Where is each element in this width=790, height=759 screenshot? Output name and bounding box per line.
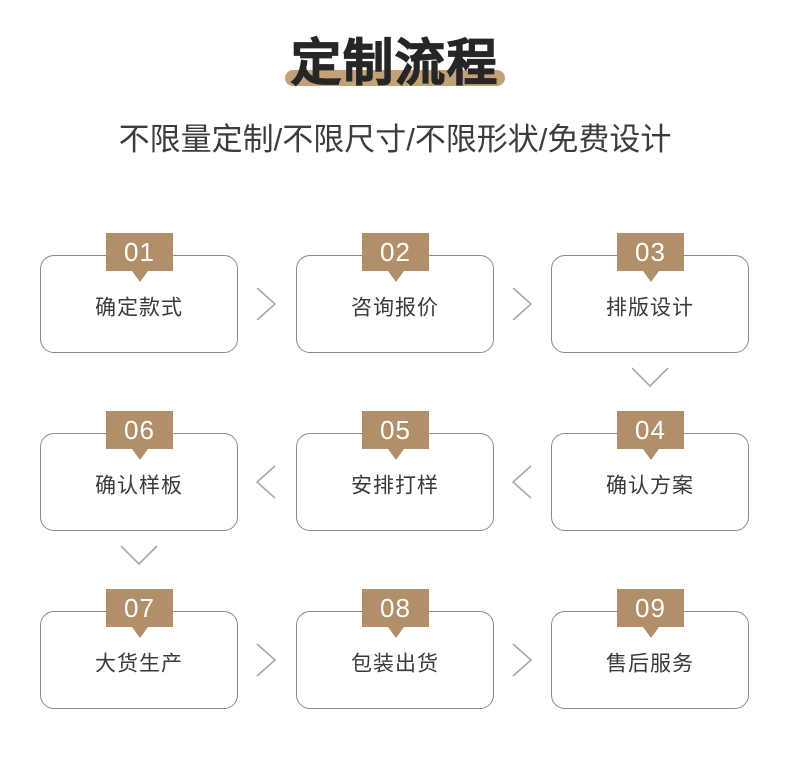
step-number-badge: 08 <box>362 589 429 638</box>
chevron-down-icon <box>627 362 673 392</box>
step-card <box>40 255 238 353</box>
step-number-badge: 02 <box>362 233 429 282</box>
flow-step-08[interactable]: 08 包装出货 <box>296 589 494 709</box>
process-flow: 01 确定款式 02 咨询报价 03 排版设计 <box>0 225 790 759</box>
step-number: 01 <box>124 237 155 267</box>
badge-pointer-icon <box>642 271 659 282</box>
chevron-left-icon <box>505 460 539 504</box>
flow-step-07[interactable]: 07 大货生产 <box>40 589 238 709</box>
flow-step-02[interactable]: 02 咨询报价 <box>296 233 494 353</box>
page-subtitle: 不限量定制/不限尺寸/不限形状/免费设计 <box>118 122 672 157</box>
flow-row-2: 06 确认样板 05 安排打样 04 确认方案 <box>0 403 790 581</box>
step-number: 08 <box>380 593 411 623</box>
flow-row-3: 07 大货生产 08 包装出货 09 售后服务 <box>0 581 790 759</box>
badge-pointer-icon <box>642 627 659 638</box>
badge-pointer-icon <box>131 449 148 460</box>
flow-step-05[interactable]: 05 安排打样 <box>296 411 494 531</box>
chevron-right-icon <box>505 282 539 326</box>
step-number: 02 <box>380 237 411 267</box>
step-label: 大货生产 <box>95 652 183 676</box>
step-label: 安排打样 <box>351 474 439 498</box>
page-title-text: 定制流程 <box>290 34 499 92</box>
page-title: 定制流程 <box>285 37 505 89</box>
badge-pointer-icon <box>131 271 148 282</box>
chevron-right-icon <box>249 282 283 326</box>
step-number: 07 <box>124 593 155 623</box>
badge-pointer-icon <box>387 627 404 638</box>
flow-step-01[interactable]: 01 确定款式 <box>40 233 238 353</box>
chevron-left-icon <box>249 460 283 504</box>
step-label: 确认样板 <box>95 474 183 498</box>
step-number: 05 <box>380 415 411 445</box>
step-label: 确认方案 <box>606 474 694 498</box>
flow-step-09[interactable]: 09 售后服务 <box>551 589 749 709</box>
step-label: 确定款式 <box>95 296 183 320</box>
step-number: 04 <box>635 415 666 445</box>
flow-row-1: 01 确定款式 02 咨询报价 03 排版设计 <box>0 225 790 403</box>
badge-pointer-icon <box>642 449 659 460</box>
step-number-badge: 07 <box>106 589 173 638</box>
step-number-badge: 06 <box>106 411 173 460</box>
badge-pointer-icon <box>387 449 404 460</box>
chevron-right-icon <box>505 638 539 682</box>
step-number-badge: 03 <box>617 233 684 282</box>
step-number: 09 <box>635 593 666 623</box>
step-number-badge: 04 <box>617 411 684 460</box>
step-label: 售后服务 <box>606 652 694 676</box>
badge-pointer-icon <box>387 271 404 282</box>
chevron-down-icon <box>116 540 162 570</box>
title-underline-bar <box>285 70 505 86</box>
step-number-badge: 09 <box>617 589 684 638</box>
step-label: 咨询报价 <box>351 296 439 320</box>
step-number: 06 <box>124 415 155 445</box>
step-label: 包装出货 <box>351 652 439 676</box>
page-header: 定制流程 不限量定制/不限尺寸/不限形状/免费设计 <box>0 0 790 159</box>
chevron-right-icon <box>249 638 283 682</box>
flow-step-06[interactable]: 06 确认样板 <box>40 411 238 531</box>
step-number-badge: 01 <box>106 233 173 282</box>
step-label: 排版设计 <box>606 296 694 320</box>
flow-step-04[interactable]: 04 确认方案 <box>551 411 749 531</box>
badge-pointer-icon <box>131 627 148 638</box>
step-number-badge: 05 <box>362 411 429 460</box>
step-number: 03 <box>635 237 666 267</box>
flow-step-03[interactable]: 03 排版设计 <box>551 233 749 353</box>
